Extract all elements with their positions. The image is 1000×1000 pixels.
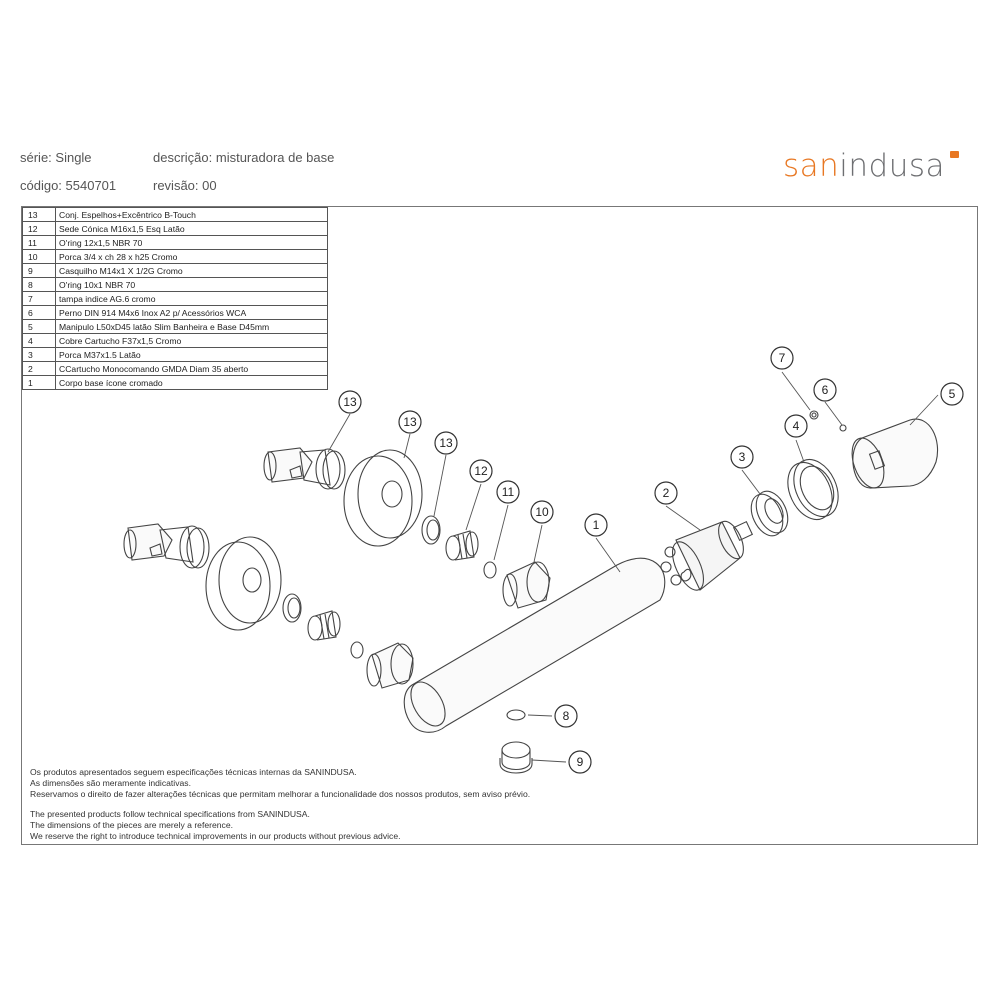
callout-number: 13 [403, 415, 417, 429]
callout-number: 4 [793, 419, 800, 433]
callout-marker: 8 [554, 704, 578, 728]
upper-eccentric-assembly [263, 447, 346, 490]
codigo-label: código: 5540701 [20, 178, 117, 193]
callout-number: 10 [535, 505, 549, 519]
callout-number: 6 [822, 383, 829, 397]
callout-marker: 13 [398, 410, 422, 434]
logo-mark-icon [950, 151, 959, 158]
callout-circle [584, 513, 608, 537]
callout-marker: 4 [784, 414, 808, 438]
callout-number: 7 [779, 351, 786, 365]
note-en-3: We reserve the right to introduce techni… [30, 831, 401, 841]
callout-circle [654, 481, 678, 505]
note-en-2: The dimensions of the pieces are merely … [30, 820, 234, 830]
callout-marker: 1 [584, 513, 608, 537]
callout-number: 11 [502, 485, 515, 499]
lower-eccentric-assembly [123, 523, 210, 569]
callout-circle [338, 390, 362, 414]
part-5-handle [851, 418, 938, 489]
callout-circle [940, 382, 964, 406]
lower-conical-seat-12 [307, 610, 341, 641]
callout-marker: 9 [568, 750, 592, 774]
revisao-label: revisão: 00 [153, 178, 217, 193]
callout-number: 1 [593, 518, 600, 532]
serie-label: série: Single [20, 150, 92, 165]
part-4-cover [787, 458, 839, 521]
callout-marker: 12 [469, 459, 493, 483]
descricao-label: descrição: misturadora de base [153, 150, 335, 165]
callout-marker: 7 [770, 346, 794, 370]
callout-number: 5 [949, 387, 956, 401]
notes-portuguese: Os produtos apresentados seguem especifi… [30, 767, 530, 800]
part-3-nut [750, 490, 789, 537]
callout-marker: 11 [496, 480, 520, 504]
part-9-bushing [499, 741, 533, 774]
callout-circle [469, 459, 493, 483]
callout-number: 12 [474, 464, 488, 478]
callout-marker: 10 [530, 500, 554, 524]
callout-circle [434, 431, 458, 455]
callout-circle [784, 414, 808, 438]
lower-oring-13 [282, 593, 302, 623]
upper-oring-11 [483, 561, 497, 579]
note-pt-1: Os produtos apresentados seguem especifi… [30, 767, 357, 777]
lower-escutcheon [205, 536, 282, 631]
callout-circle [496, 480, 520, 504]
callout-circle [398, 410, 422, 434]
callout-marker: 2 [654, 481, 678, 505]
callout-circle [568, 750, 592, 774]
callout-marker: 13 [338, 390, 362, 414]
callout-circle [730, 445, 754, 469]
part-2-cartridge [660, 520, 754, 591]
callout-marker: 5 [940, 382, 964, 406]
callout-marker: 6 [813, 378, 837, 402]
callout-number: 8 [563, 709, 570, 723]
sanindusa-logo: sanindusa [783, 148, 945, 184]
notes-english: The presented products follow technical … [30, 809, 401, 842]
callout-number: 3 [739, 450, 746, 464]
callout-number: 9 [577, 755, 584, 769]
callout-number: 13 [343, 395, 357, 409]
callout-circle [813, 378, 837, 402]
upper-oring-13 [421, 515, 441, 545]
drawing-frame [21, 206, 978, 845]
lower-nut-10 [366, 642, 414, 689]
callout-marker: 13 [434, 431, 458, 455]
upper-conical-seat-12 [445, 530, 479, 561]
part-description: Corpo base ícone cromado [55, 375, 328, 390]
logo-part-san: san [783, 148, 840, 184]
part-6-pin [839, 424, 847, 432]
callout-circle [530, 500, 554, 524]
callout-circle [554, 704, 578, 728]
lower-oring-11 [350, 641, 364, 659]
upper-escutcheon [343, 449, 423, 547]
callout-number: 2 [663, 486, 670, 500]
part-1-body [403, 557, 666, 733]
note-pt-2: As dimensões são meramente indicativas. [30, 778, 191, 788]
callout-number: 13 [439, 436, 453, 450]
leader-lines [327, 371, 939, 763]
note-en-1: The presented products follow technical … [30, 809, 310, 819]
callout-marker: 3 [730, 445, 754, 469]
part-7-cap [809, 410, 819, 420]
part-8-oring [506, 709, 526, 721]
note-pt-3: Reservamos o direito de fazer alterações… [30, 789, 531, 799]
upper-nut-10 [502, 561, 551, 609]
callout-circle [770, 346, 794, 370]
logo-part-indusa: indusa [839, 148, 946, 184]
